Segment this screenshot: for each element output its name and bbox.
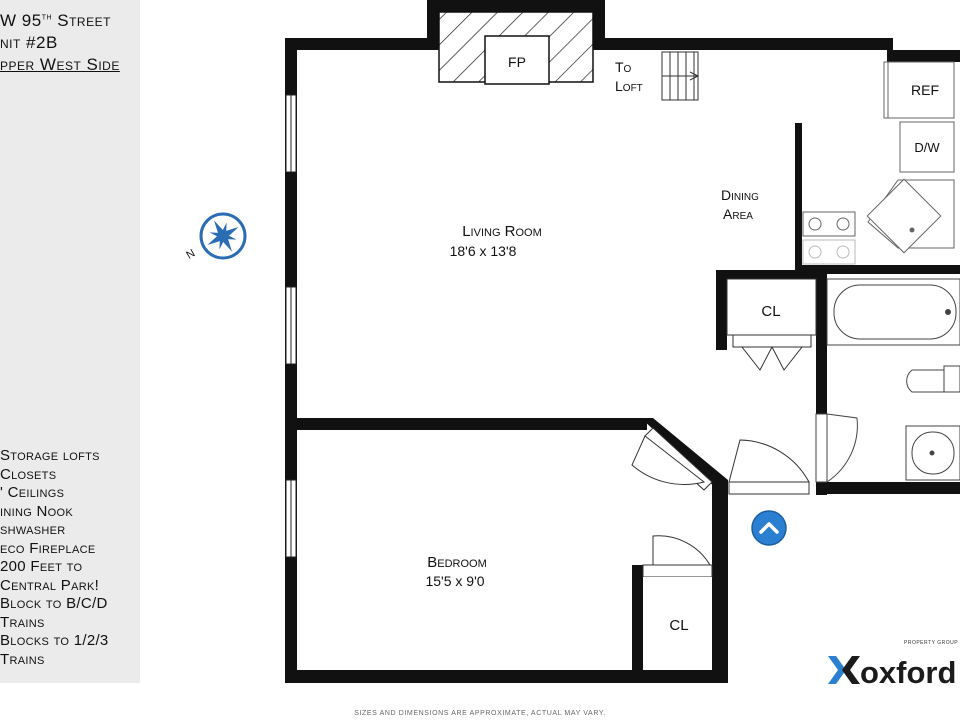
refrigerator — [883, 61, 955, 119]
brand-subtitle: PROPERTY GROUP — [904, 640, 959, 646]
bedroom-door — [631, 435, 706, 485]
bedroom-name: Bedroom — [427, 554, 487, 571]
brand-x-icon — [828, 656, 860, 684]
bedroom-dimensions: 15'5 x 9'0 — [425, 573, 484, 589]
feature-item: Trains — [0, 613, 45, 631]
brand-name: oxford — [860, 655, 956, 690]
living-closet: CL — [726, 278, 817, 371]
dining-label-line2: Area — [723, 206, 753, 222]
brand-logo: oxford — [824, 648, 960, 697]
address-title: W 95th Street — [0, 11, 111, 30]
bedroom-closet-door — [652, 535, 711, 566]
bedroom-closet — [643, 577, 712, 670]
dishwasher-label: D/W — [914, 140, 940, 155]
feature-item: Block to B/C/D — [0, 595, 108, 612]
dishwasher — [899, 121, 955, 173]
fireplace-label: FP — [508, 54, 526, 70]
feature-item: Central Park! — [0, 576, 100, 594]
info-sidebar: W 95th Street nit #2B pper West Side Sto… — [0, 0, 140, 683]
living-closet-label: CL — [761, 303, 780, 320]
doors — [631, 427, 810, 578]
loft-label-line2: Loft — [615, 78, 643, 94]
compass-icon — [199, 212, 247, 260]
refrigerator-label: REF — [911, 82, 939, 98]
living-room-dimensions: 18'6 x 13'8 — [450, 243, 517, 259]
feature-item: Storage lofts — [0, 447, 100, 464]
living-room-name: Living Room — [462, 223, 542, 240]
entry-marker-icon — [751, 510, 787, 546]
neighborhood-label: pper West Side — [0, 55, 120, 74]
kitchen — [802, 61, 955, 265]
feature-item: Blocks to 1/2/3 — [0, 632, 109, 649]
entry-door — [728, 439, 810, 483]
toilet-tank — [943, 365, 960, 393]
dining-label-line1: Dining — [721, 187, 759, 203]
feature-item: eco Fireplace — [0, 539, 96, 557]
fireplace: FP — [438, 11, 594, 85]
feature-item: 200 Feet to — [0, 558, 83, 575]
feature-item: ' Ceilings — [0, 484, 65, 501]
loft-label-line1: To — [615, 59, 632, 75]
disclaimer-footer: Sizes and dimensions are approximate, ac… — [354, 710, 606, 717]
feature-item: ining Nook — [0, 502, 74, 520]
bathroom — [815, 278, 960, 483]
loft-stairs — [661, 51, 700, 101]
bedroom-closet-label: CL — [669, 617, 688, 634]
unit-label: nit #2B — [0, 33, 58, 52]
feature-item: Trains — [0, 650, 45, 668]
windows — [285, 94, 297, 558]
feature-item: Closets — [0, 465, 57, 483]
compass-north-label: N — [184, 247, 197, 261]
toilet — [906, 369, 945, 393]
feature-item: shwasher — [0, 521, 66, 538]
